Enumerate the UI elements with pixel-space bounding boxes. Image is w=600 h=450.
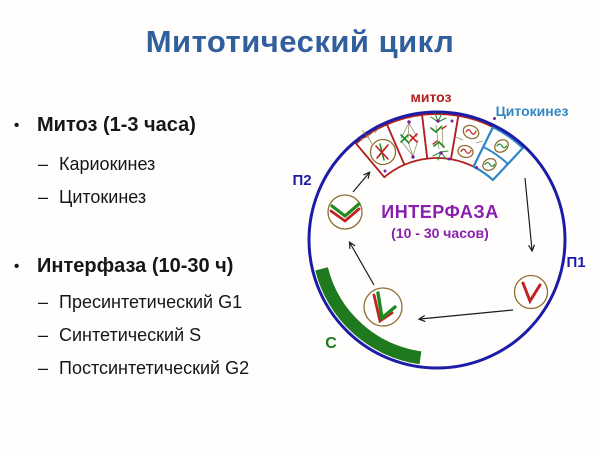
item-label: Синтетический S bbox=[59, 325, 202, 345]
s-phase-label: С bbox=[325, 335, 337, 352]
g1-phase-label: П1 bbox=[566, 254, 585, 271]
dash-marker: – bbox=[38, 325, 49, 345]
arrow-g1-to-s bbox=[417, 309, 514, 323]
prophase-cell bbox=[359, 126, 397, 173]
g1-cell bbox=[513, 274, 549, 310]
dash-marker: – bbox=[38, 292, 49, 312]
cell-cycle-diagram: митоз Цитокинез П2 П1 С ИНТЕРФАЗА (10 - … bbox=[292, 89, 586, 370]
list-item: – Цитокинез bbox=[10, 186, 302, 208]
arrow-g2-to-mitosis bbox=[352, 171, 371, 193]
dash-marker: – bbox=[38, 187, 49, 207]
item-label: Постсинтетический G2 bbox=[59, 358, 250, 378]
cycle-circle bbox=[307, 110, 567, 370]
list-heading-interphase: • Интерфаза (10-30 ч) bbox=[10, 254, 302, 279]
item-label: Кариокинез bbox=[59, 154, 156, 174]
anaphase-cell bbox=[430, 112, 449, 161]
interphase-label: ИНТЕРФАЗА bbox=[381, 202, 498, 222]
list-item: – Постсинтетический G2 bbox=[10, 357, 302, 379]
mitosis-label: митоз bbox=[411, 89, 452, 105]
cycle-arrows bbox=[348, 171, 536, 323]
page-title: Митотический цикл bbox=[145, 24, 455, 59]
g2-cell bbox=[327, 194, 363, 230]
telophase-cells bbox=[447, 119, 484, 161]
bullet-marker: • bbox=[14, 117, 20, 134]
dash-marker: – bbox=[38, 154, 49, 174]
metaphase-cell bbox=[400, 120, 419, 159]
bullet-marker: • bbox=[14, 258, 20, 275]
g2-phase-label: П2 bbox=[292, 172, 311, 189]
bullet-list: • Митоз (1-3 часа) – Кариокинез – Цитоки… bbox=[10, 113, 302, 379]
arrow-s-to-g2 bbox=[348, 240, 375, 286]
list-item: – Синтетический S bbox=[10, 324, 302, 346]
heading-label: Митоз (1-3 часа) bbox=[37, 114, 196, 136]
list-item: – Пресинтетический G1 bbox=[10, 291, 302, 313]
cytokinesis-cells bbox=[475, 117, 509, 172]
heading-label: Интерфаза (10-30 ч) bbox=[37, 255, 234, 277]
arrow-cytokinesis-to-g1 bbox=[524, 177, 536, 253]
item-label: Цитокинез bbox=[59, 187, 147, 207]
cytokinesis-label: Цитокинез bbox=[496, 103, 569, 119]
cytokinesis-divider bbox=[482, 146, 509, 165]
dash-marker: – bbox=[38, 358, 49, 378]
list-item: – Кариокинез bbox=[10, 153, 302, 175]
s-cell bbox=[363, 287, 403, 327]
interphase-duration-label: (10 - 30 часов) bbox=[391, 225, 489, 241]
item-label: Пресинтетический G1 bbox=[59, 292, 243, 312]
list-heading-mitosis: • Митоз (1-3 часа) bbox=[10, 113, 302, 138]
